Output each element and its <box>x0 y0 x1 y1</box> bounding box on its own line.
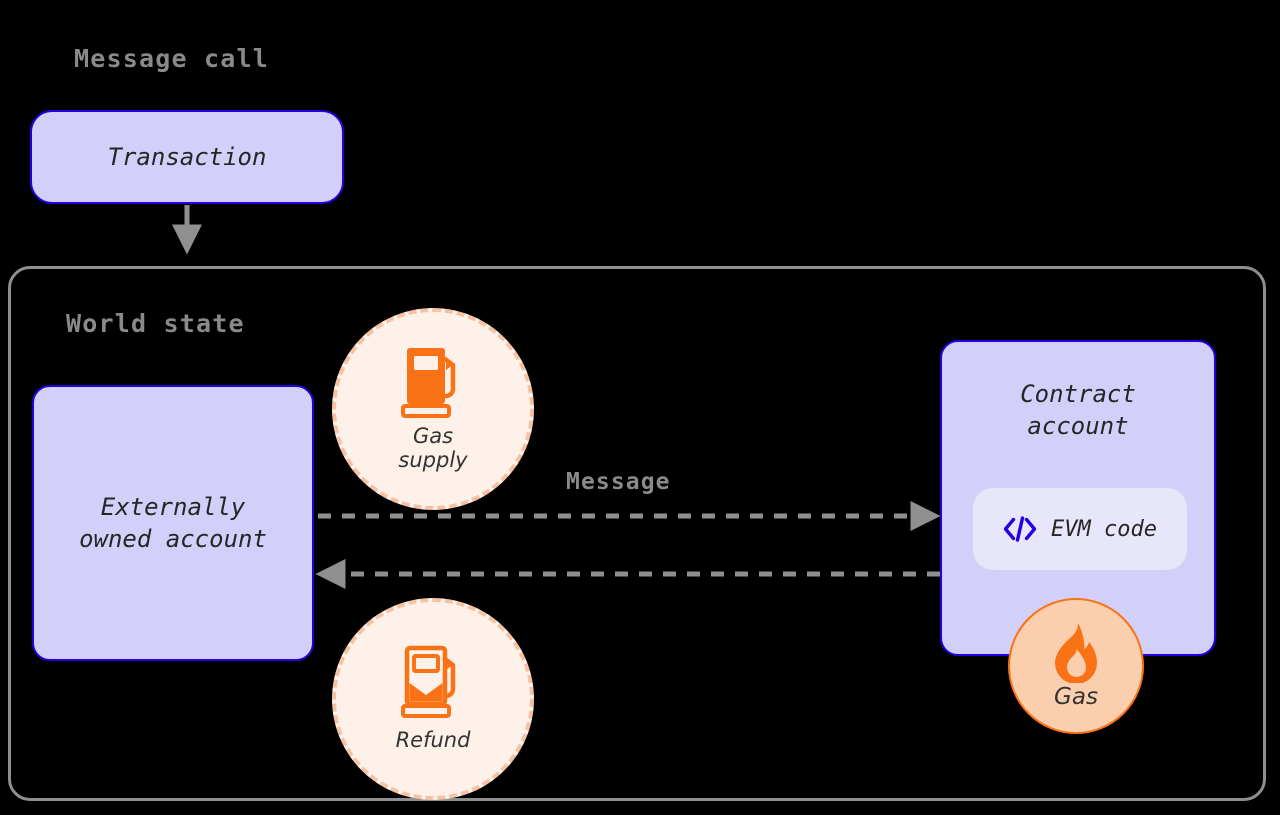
code-brackets-icon <box>1003 516 1037 542</box>
message-call-title: Message call <box>74 44 270 73</box>
flame-icon <box>1055 623 1097 684</box>
gas-badge: Gas <box>1008 598 1144 734</box>
evm-code-pill[interactable]: EVM code <box>973 488 1187 570</box>
gas-supply-badge: Gas supply <box>332 308 534 510</box>
externally-owned-account-label: Externally owned account <box>79 492 267 553</box>
gas-supply-label: Gas supply <box>398 424 468 472</box>
transaction-label: Transaction <box>107 142 267 171</box>
message-edge-label: Message <box>566 469 671 495</box>
refund-label: Refund <box>395 728 471 753</box>
evm-code-label: EVM code <box>1051 516 1157 542</box>
gas-pump-full-icon <box>401 348 456 419</box>
gas-label: Gas <box>1054 684 1098 711</box>
gas-pump-low-icon <box>401 645 456 719</box>
transaction-node[interactable]: Transaction <box>30 110 344 204</box>
externally-owned-account-node[interactable]: Externally owned account <box>32 385 314 661</box>
refund-badge: Refund <box>332 598 534 800</box>
world-state-container <box>8 266 1266 801</box>
world-state-title: World state <box>66 309 245 338</box>
contract-account-label: Contract account <box>1020 380 1136 441</box>
